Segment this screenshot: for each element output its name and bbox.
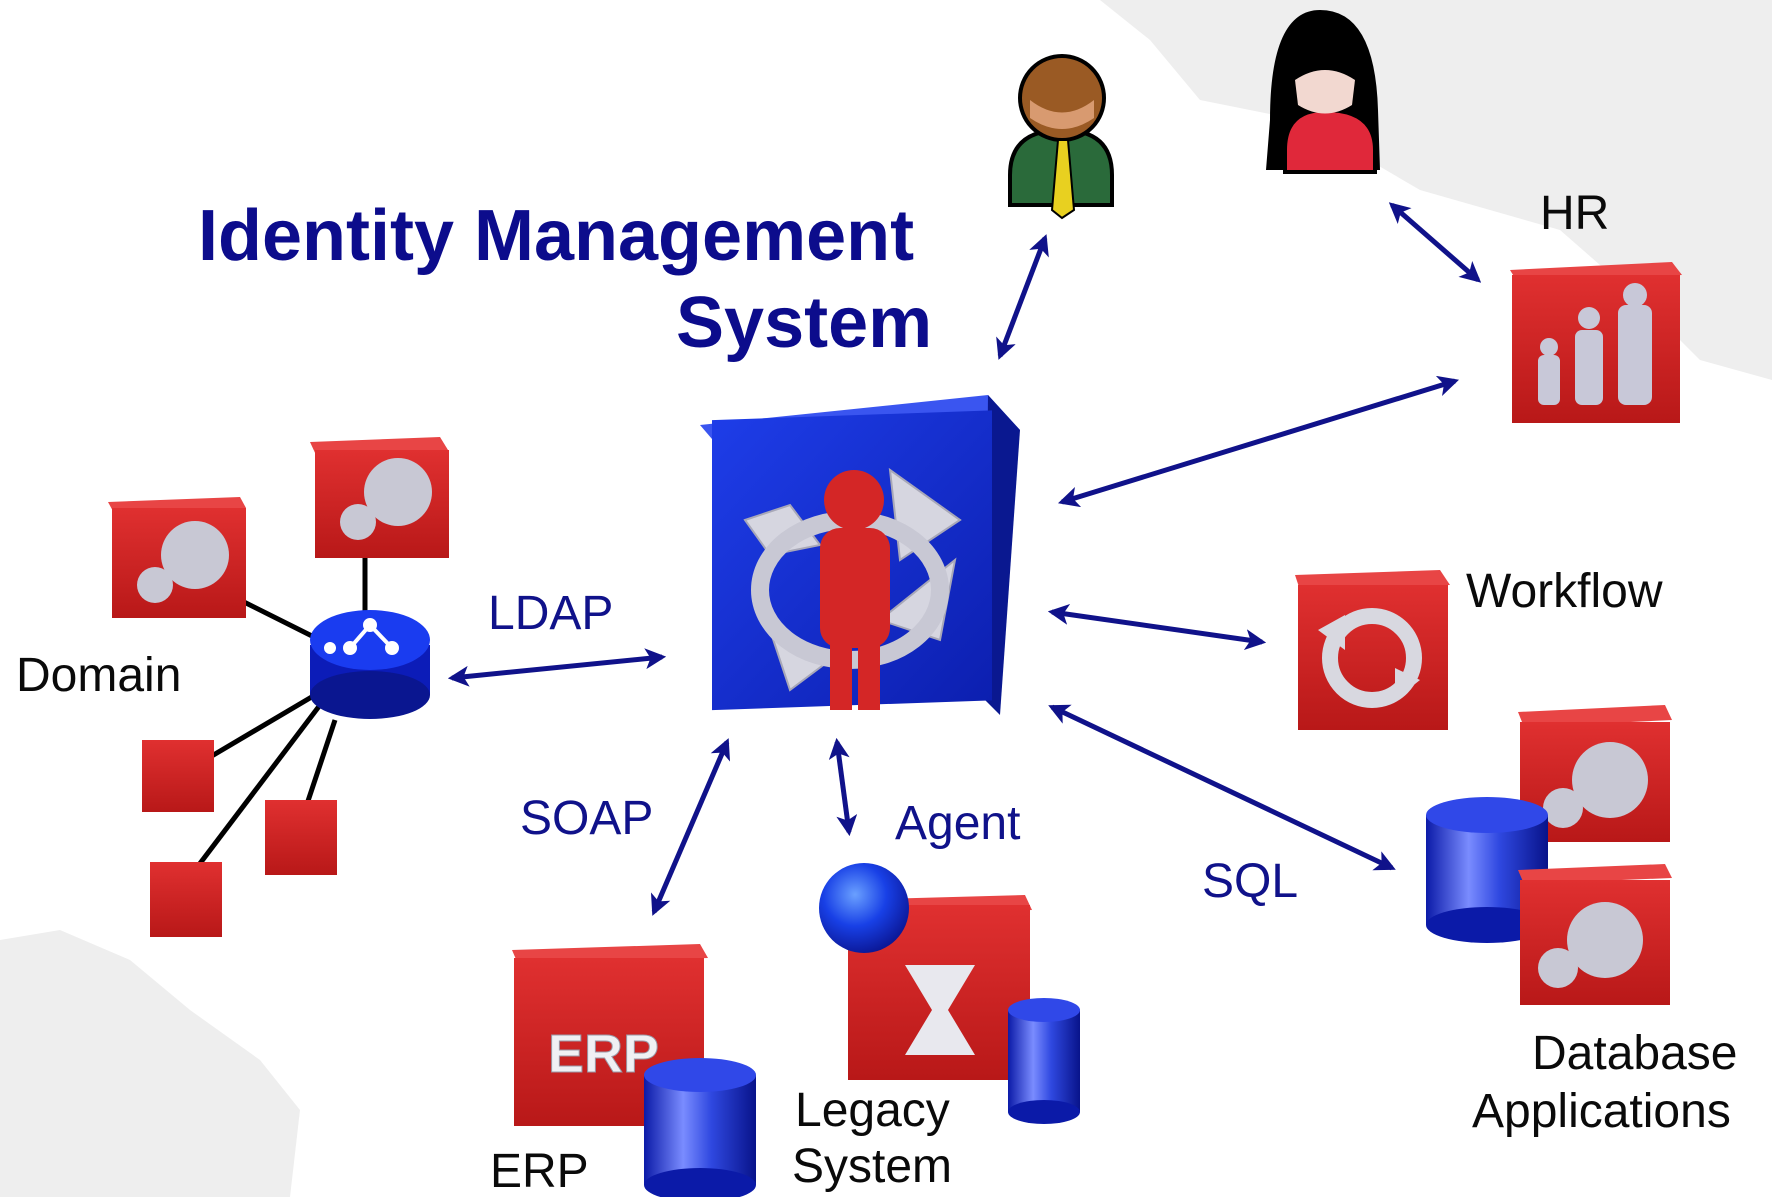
label-domain: Domain bbox=[16, 649, 182, 702]
arrow-sql bbox=[1048, 704, 1396, 871]
label-erp: ERP bbox=[490, 1145, 589, 1198]
legacy-system-box[interactable] bbox=[819, 863, 1080, 1124]
database-apps[interactable] bbox=[1426, 705, 1672, 1005]
gear-icon bbox=[1538, 902, 1643, 988]
hourglass-icon bbox=[905, 965, 975, 1055]
arrow-hr bbox=[1057, 375, 1460, 508]
arrow-workflow bbox=[1047, 603, 1267, 651]
gear-icon bbox=[137, 521, 229, 603]
arrow-agent bbox=[828, 737, 858, 837]
network-hub-icon bbox=[310, 610, 430, 719]
idm-central-cube[interactable] bbox=[700, 395, 1020, 715]
workflow-box[interactable] bbox=[1295, 570, 1450, 730]
hr-people-icon bbox=[1538, 283, 1652, 405]
erp-box[interactable]: ERP bbox=[512, 944, 756, 1202]
label-soap: SOAP bbox=[520, 792, 654, 845]
label-workflow: Workflow bbox=[1466, 565, 1663, 618]
arrow-woman-hr bbox=[1388, 202, 1482, 283]
database-cylinder-icon bbox=[644, 1058, 756, 1202]
page-title-line2: System bbox=[676, 283, 933, 363]
database-cylinder-icon bbox=[1008, 998, 1080, 1124]
connection-arrows bbox=[447, 202, 1482, 916]
arrow-soap bbox=[650, 738, 731, 916]
user-woman-icon[interactable] bbox=[1266, 10, 1380, 174]
arrow-user-man bbox=[996, 234, 1049, 360]
erp-box-label: ERP bbox=[548, 1024, 659, 1084]
label-hr: HR bbox=[1540, 187, 1610, 240]
gear-icon bbox=[1543, 742, 1648, 828]
arrow-ldap bbox=[447, 648, 667, 687]
label-legacy-line2: System bbox=[792, 1140, 953, 1193]
page-title-line1: Identity Management bbox=[198, 196, 915, 276]
label-legacy-line1: Legacy bbox=[795, 1084, 950, 1137]
workflow-cycle-icon bbox=[1322, 608, 1422, 708]
person-figure-icon bbox=[820, 470, 890, 710]
label-database-line1: Database bbox=[1532, 1027, 1738, 1080]
hr-box[interactable] bbox=[1510, 262, 1682, 423]
label-agent: Agent bbox=[895, 797, 1021, 850]
gear-icon bbox=[340, 458, 432, 540]
label-sql: SQL bbox=[1202, 855, 1299, 908]
domain-cluster[interactable] bbox=[108, 437, 449, 937]
agent-sphere-icon bbox=[819, 863, 909, 953]
domain-node-cube bbox=[142, 740, 337, 937]
label-database-line2: Applications bbox=[1472, 1085, 1731, 1138]
user-man-icon[interactable] bbox=[1008, 54, 1114, 220]
label-ldap: LDAP bbox=[488, 587, 614, 640]
